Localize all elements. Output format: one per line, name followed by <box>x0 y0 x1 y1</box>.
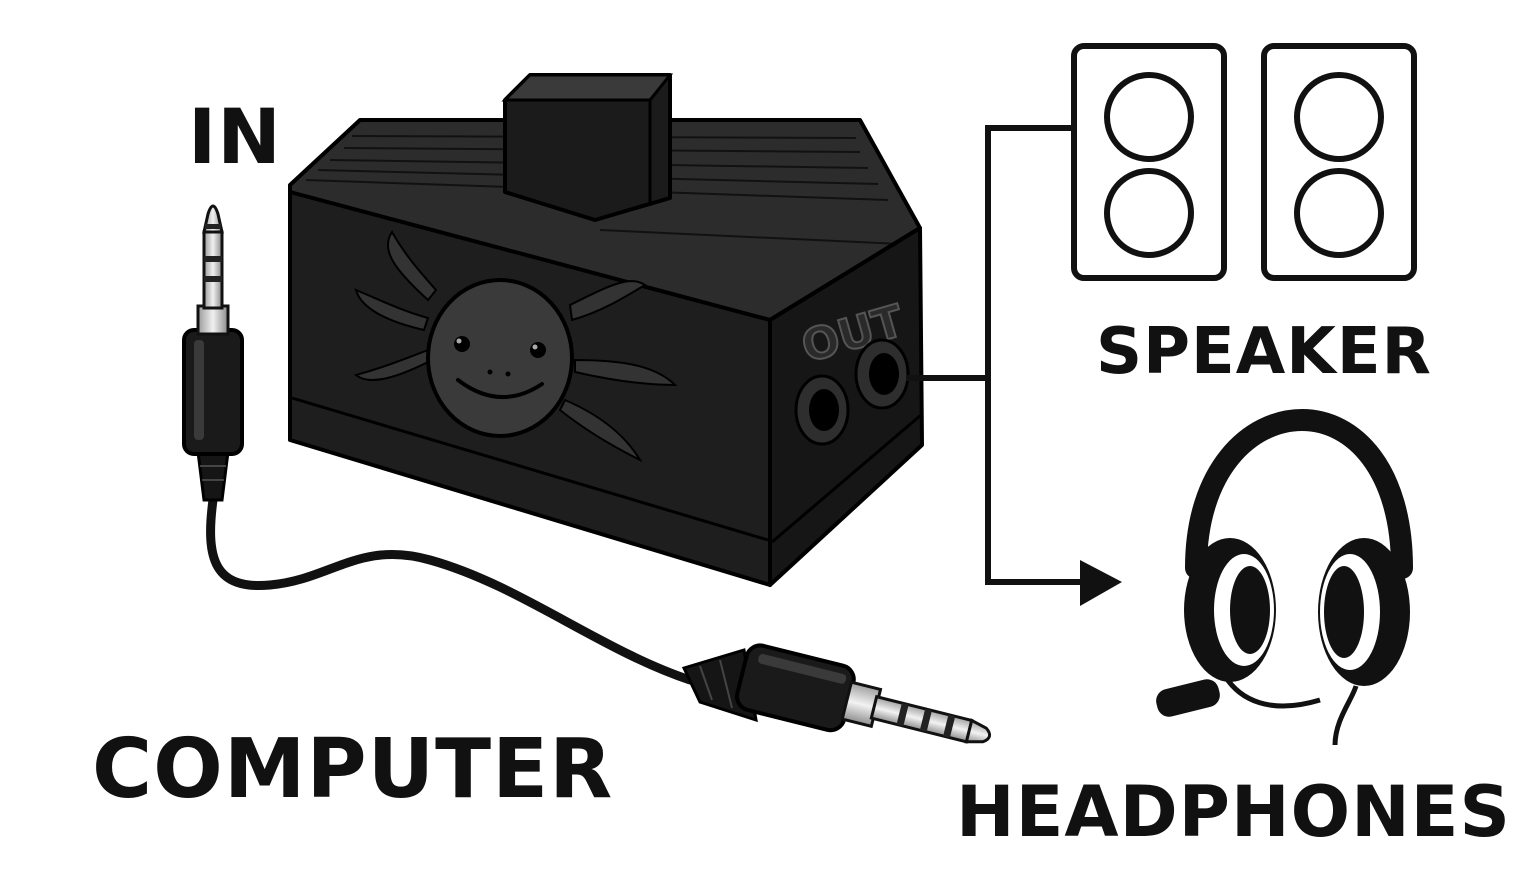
output-port-2 <box>854 338 910 410</box>
speaker-label: SPEAKER <box>1096 315 1432 389</box>
input-label: IN <box>188 92 282 181</box>
speaker-icon <box>1071 43 1227 281</box>
computer-label: COMPUTER <box>92 722 614 817</box>
speaker-icon <box>1261 43 1417 281</box>
audio-cable <box>206 495 695 685</box>
audio-jack-icon <box>681 643 992 744</box>
headphones-icon <box>1156 408 1413 746</box>
output-port-1 <box>794 374 850 446</box>
volume-knob <box>501 73 674 222</box>
axolotl-logo-icon <box>353 230 678 463</box>
headphones-label: HEADPHONES <box>956 771 1511 853</box>
output-connector-lines <box>906 125 1090 585</box>
audio-jack-icon <box>182 204 244 502</box>
arrow-right-icon <box>1080 560 1122 606</box>
